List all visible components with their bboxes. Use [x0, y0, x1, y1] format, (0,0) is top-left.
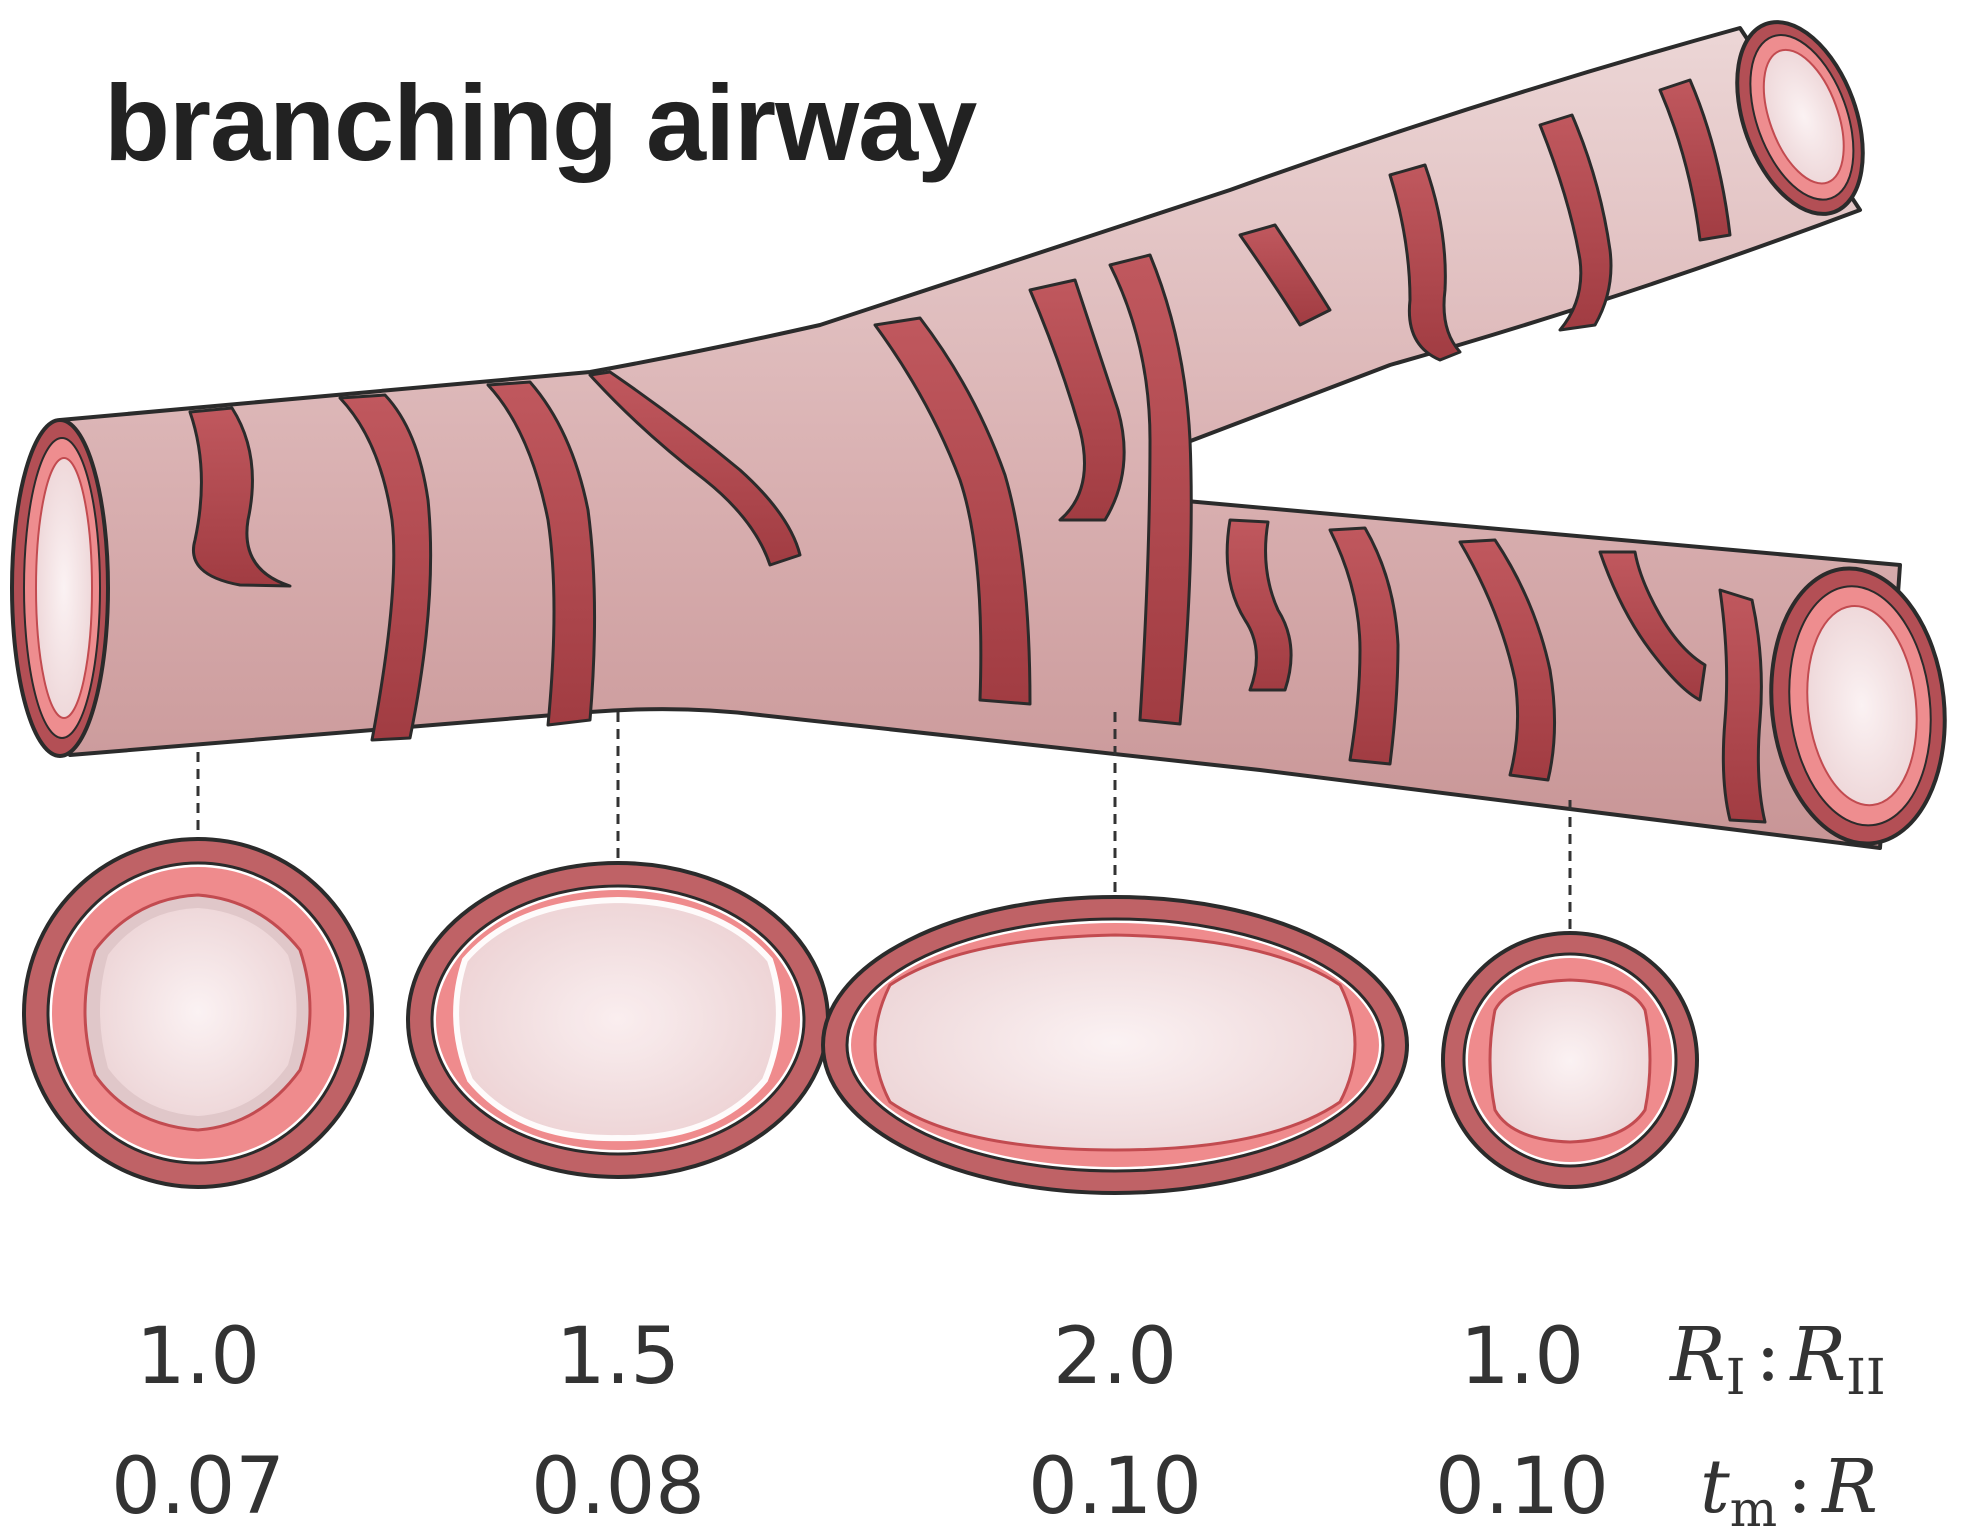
muscle-band [1238, 223, 1332, 327]
cross-section-4 [1441, 931, 1699, 1189]
radius-ratio-label: RI:RII [1670, 1318, 1886, 1402]
muscle-band [873, 316, 1032, 706]
smooth-muscle-bands [188, 78, 1767, 824]
upper-branch-opening [1735, 20, 1865, 216]
thickness-ratio-sep: : [1787, 1444, 1813, 1530]
trunk-end-opening [10, 418, 110, 758]
muscle-band [486, 380, 597, 727]
radius-ratio-var1: R [1670, 1312, 1726, 1398]
muscle-band [188, 406, 292, 588]
muscle-band [1658, 78, 1732, 242]
muscle-band [1718, 588, 1767, 824]
muscle-band [1458, 538, 1557, 782]
muscle-band [588, 370, 802, 567]
muscle-band [338, 393, 433, 742]
figure-title: branching airway [104, 62, 977, 183]
lower-branch-opening [1769, 566, 1947, 846]
thickness-ratio-label: tm:R [1700, 1450, 1878, 1534]
muscle-band [1225, 518, 1293, 692]
muscle-band [1328, 526, 1400, 766]
thickness-ratio-value-3: 0.10 [1028, 1442, 1202, 1532]
muscle-band [1598, 550, 1707, 702]
radius-ratio-value-4: 1.0 [1459, 1312, 1585, 1402]
muscle-band [1388, 163, 1462, 362]
radius-ratio-sub1: I [1725, 1348, 1746, 1406]
radius-ratio-var2: R [1790, 1312, 1847, 1398]
muscle-band [1028, 278, 1126, 522]
radius-ratio-value-1: 1.0 [135, 1312, 261, 1402]
leader-lines [196, 712, 1572, 935]
thickness-ratio-var2: R [1822, 1444, 1878, 1530]
radius-ratio-sep: : [1755, 1312, 1781, 1398]
thickness-ratio-value-4: 0.10 [1435, 1442, 1609, 1532]
thickness-ratio-value-1: 0.07 [111, 1442, 285, 1532]
thickness-ratio-sub1: m [1729, 1480, 1778, 1538]
radius-ratio-value-2: 1.5 [555, 1312, 681, 1402]
muscle-band [1538, 113, 1613, 332]
cross-section-1 [22, 837, 374, 1189]
thickness-ratio-value-2: 0.08 [531, 1442, 705, 1532]
radius-ratio-sub2: II [1846, 1348, 1886, 1406]
cross-section-3 [821, 895, 1409, 1195]
airway-tube [10, 20, 1947, 850]
muscle-band [1108, 253, 1193, 726]
radius-ratio-value-3: 2.0 [1052, 1312, 1178, 1402]
thickness-ratio-var1: t [1700, 1444, 1730, 1530]
cross-section-2 [406, 861, 830, 1179]
